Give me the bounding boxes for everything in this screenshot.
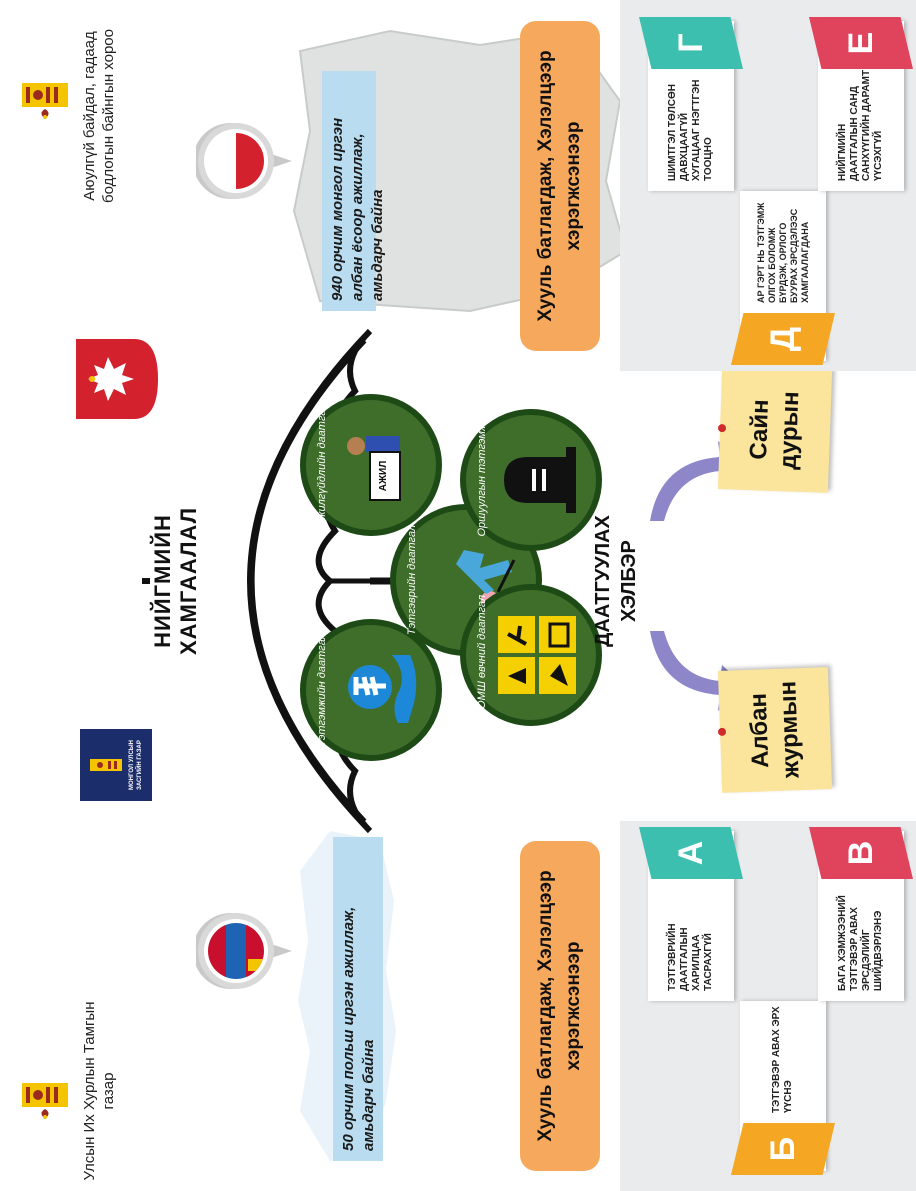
tile-a: А Тэтгэврийн даатгалын харилцаа тасрахгү… bbox=[648, 831, 734, 1001]
tile-v-badge: В bbox=[809, 827, 913, 879]
tile-g-badge: Г bbox=[639, 17, 743, 69]
tile-a-text: Тэтгэврийн даатгалын харилцаа тасрахгүй bbox=[667, 923, 714, 991]
hazard-signs-icon bbox=[498, 616, 576, 694]
insurance-form-line1: ДААТГУУЛАХ bbox=[592, 515, 614, 647]
job-sign: АЖИЛ bbox=[378, 460, 389, 492]
gravestone-icon bbox=[504, 447, 576, 513]
note-mandatory: Албан журмын bbox=[717, 667, 833, 793]
tile-a-badge: А bbox=[639, 827, 743, 879]
pushpin-icon bbox=[717, 727, 727, 736]
soyombo-icon bbox=[22, 83, 68, 119]
tile-e-text: Нийгмийн даатгалын санд санхүүгийн дарам… bbox=[837, 69, 884, 181]
tile-b: Б Тэтгэвэр авах эрх үүснэ bbox=[740, 1001, 826, 1171]
circle-unemployment-insurance: Ажилгүйдлийн даатгал АЖИЛ bbox=[300, 394, 442, 536]
pushpin-icon bbox=[717, 424, 727, 433]
poland-eagle-icon bbox=[76, 339, 158, 419]
tile-v: В Бага хэмжээний тэтгэвэр авах эрсдэлийг… bbox=[818, 831, 904, 1001]
soyombo-icon bbox=[22, 1083, 68, 1119]
right-callout: 940 орчим монгол иргэн албан ёсоор ажилл… bbox=[322, 71, 386, 311]
tile-v-text: Бага хэмжээний тэтгэвэр авах эрсдэлийг ш… bbox=[837, 895, 884, 991]
tile-d-badge: Д bbox=[731, 313, 835, 365]
left-law-label: Хууль батлагдаж, Хэлэлцээр хэрэгжсэнээр bbox=[520, 841, 600, 1171]
note-voluntary-text: Сайн дурын bbox=[744, 390, 805, 471]
mongolia-flag-icon bbox=[196, 913, 292, 989]
tile-g-text: Шимтгэл төлсөн давхцаагүй хугацааг нэгтг… bbox=[667, 79, 714, 181]
circle-benefit-insurance: Тэтгэмжийн даатгал bbox=[300, 619, 442, 761]
tile-g: Г Шимтгэл төлсөн давхцаагүй хугацааг нэг… bbox=[648, 21, 734, 191]
circle-label: ҮОМШ өвчний даатгал bbox=[476, 594, 488, 716]
circle-label: Оршуулгын тэтгэмж bbox=[476, 423, 488, 537]
note-mandatory-text: Албан журмын bbox=[744, 680, 805, 779]
circle-occupational-disease-insurance: ҮОМШ өвчний даатгал bbox=[460, 584, 602, 726]
left-callout: 50 орчим польш иргэн ажиллаж, амьдарч ба… bbox=[333, 837, 383, 1161]
gov-logo: МОНГОЛ УЛСЫН ЗАСГИЙН ГАЗАР bbox=[80, 729, 152, 801]
poland-flag-icon bbox=[196, 123, 292, 199]
tile-b-badge: Б bbox=[731, 1123, 835, 1175]
tile-b-text: Тэтгэвэр авах эрх үүснэ bbox=[771, 1006, 794, 1113]
unemployed-person-icon bbox=[347, 436, 401, 501]
tile-d-text: Ар гэрт нь тэтгэмж олгох боломж бүрдэж, … bbox=[755, 202, 810, 303]
circle-label: Тэтгэмжийн даатгал bbox=[316, 633, 328, 747]
right-org-name: Аюулгүй байдал, гадаад бодлогын байнгын … bbox=[81, 29, 117, 203]
tugrik-coin-icon bbox=[348, 655, 417, 723]
right-law-label: Хууль батлагдаж, Хэлэлцээр хэрэгжсэнээр bbox=[520, 21, 600, 351]
tile-e: Е Нийгмийн даатгалын санд санхүүгийн дар… bbox=[818, 21, 904, 191]
left-org-name: Улсын Их Хурлын Тамгын газар bbox=[81, 1001, 117, 1181]
note-voluntary: Сайн дурын bbox=[717, 367, 833, 493]
insurance-form-line2: ХЭЛБЭР bbox=[618, 540, 640, 622]
tile-d: Д Ар гэрт нь тэтгэмж олгох боломж бүрдэж… bbox=[740, 191, 826, 361]
umbrella-title: НИЙГМИЙН ХАМГААЛАЛ bbox=[150, 506, 201, 656]
insurance-form-label: ДААТГУУЛАХ ХЭЛБЭР bbox=[590, 471, 642, 691]
hand-icon bbox=[392, 655, 417, 723]
tile-e-badge: Е bbox=[809, 17, 913, 69]
soyombo-icon bbox=[90, 759, 122, 771]
circle-label: Тэтгэврийн даатгал bbox=[406, 524, 418, 636]
circle-label: Ажилгүйдлийн даатгал bbox=[316, 403, 328, 527]
circle-funeral-benefit: Оршуулгын тэтгэмж bbox=[460, 409, 602, 551]
